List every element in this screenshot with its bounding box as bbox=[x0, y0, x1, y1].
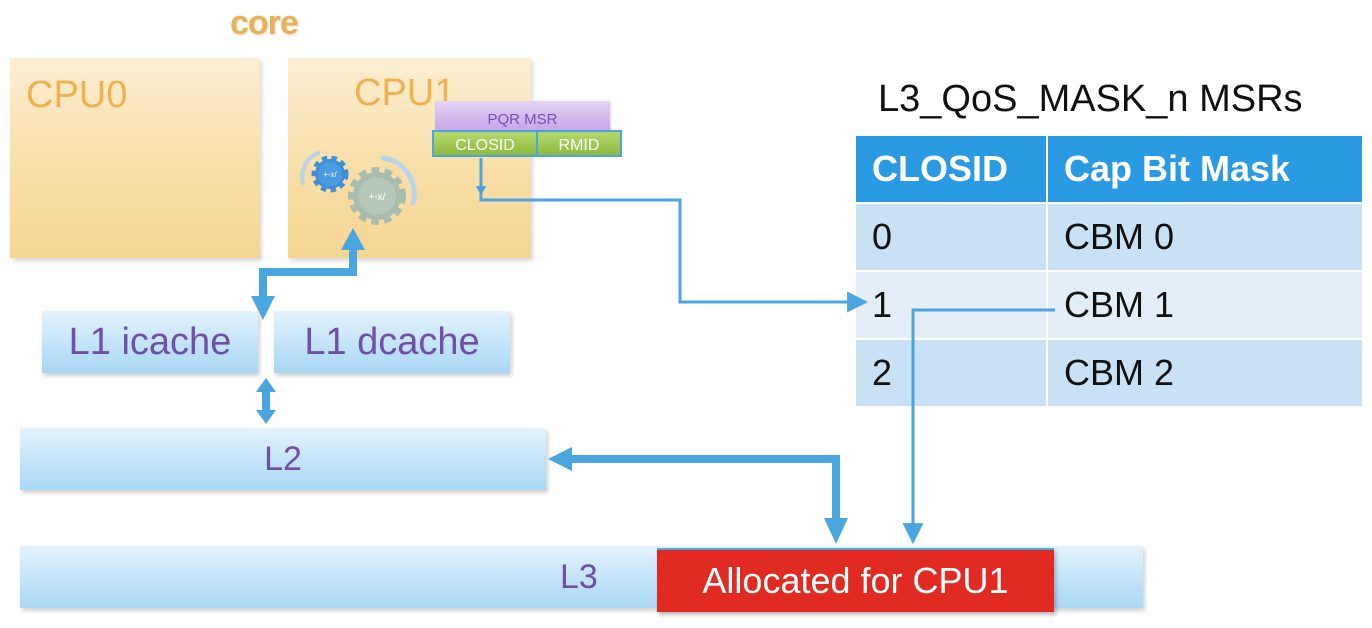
closid-to-table-arrow bbox=[476, 158, 869, 313]
cpu1-box: CPU1 bbox=[288, 58, 531, 258]
table-header-cap-bit-mask: Cap Bit Mask bbox=[1048, 136, 1362, 202]
l3-cache-label: L3 bbox=[560, 557, 598, 596]
table-header-row: CLOSID Cap Bit Mask bbox=[856, 136, 1362, 202]
l2-cache-label: L2 bbox=[264, 439, 302, 478]
l1-to-cpu1-arrow bbox=[251, 228, 365, 320]
l3-qos-mask-table: CLOSID Cap Bit Mask 0 CBM 0 1 CBM 1 2 CB… bbox=[856, 136, 1362, 406]
large-gear-symbol: +-x/ bbox=[369, 192, 386, 203]
table-row: 0 CBM 0 bbox=[856, 202, 1362, 270]
table-cell-closid: 1 bbox=[856, 272, 1048, 338]
allocated-for-cpu1: Allocated for CPU1 bbox=[657, 548, 1054, 612]
small-gear-icon: +-x/ bbox=[300, 151, 349, 193]
table-cell-cbm: CBM 0 bbox=[1048, 204, 1362, 270]
cbm-to-allocated-arrow bbox=[902, 308, 1055, 545]
cpu0-label: CPU0 bbox=[26, 74, 128, 116]
l1-icache-label: L1 icache bbox=[68, 320, 232, 363]
msr-field-closid: CLOSID bbox=[432, 130, 538, 157]
l2-cache: L2 bbox=[20, 428, 546, 490]
table-header-closid: CLOSID bbox=[856, 136, 1048, 202]
table-row: 2 CBM 2 bbox=[856, 338, 1362, 406]
allocated-label: Allocated for CPU1 bbox=[702, 560, 1009, 601]
small-gear-symbol: +-x/ bbox=[323, 170, 337, 179]
msr-field-rmid: RMID bbox=[538, 130, 622, 157]
l1-to-l2-arrow bbox=[256, 378, 276, 424]
table-cell-cbm: CBM 2 bbox=[1048, 340, 1362, 406]
core-title: core bbox=[230, 4, 299, 42]
l3-qos-mask-title: L3_QoS_MASK_n MSRs bbox=[878, 78, 1303, 120]
table-row: 1 CBM 1 bbox=[856, 270, 1362, 338]
large-gear-icon: +-x/ bbox=[348, 155, 417, 225]
table-cell-closid: 2 bbox=[856, 340, 1048, 406]
l1-icache: L1 icache bbox=[42, 311, 258, 373]
pqr-msr-register: PQR MSR bbox=[435, 101, 610, 130]
l1-dcache-label: L1 dcache bbox=[304, 320, 480, 363]
pqr-msr-fields: CLOSID RMID bbox=[432, 130, 622, 157]
l1-dcache: L1 dcache bbox=[274, 311, 510, 373]
pqr-msr-label: PQR MSR bbox=[487, 111, 558, 128]
table-cell-cbm: CBM 1 bbox=[1048, 272, 1362, 338]
cpu0-box: CPU0 bbox=[10, 58, 260, 258]
l2-to-l3-arrow bbox=[548, 447, 848, 544]
table-cell-closid: 0 bbox=[856, 204, 1048, 270]
